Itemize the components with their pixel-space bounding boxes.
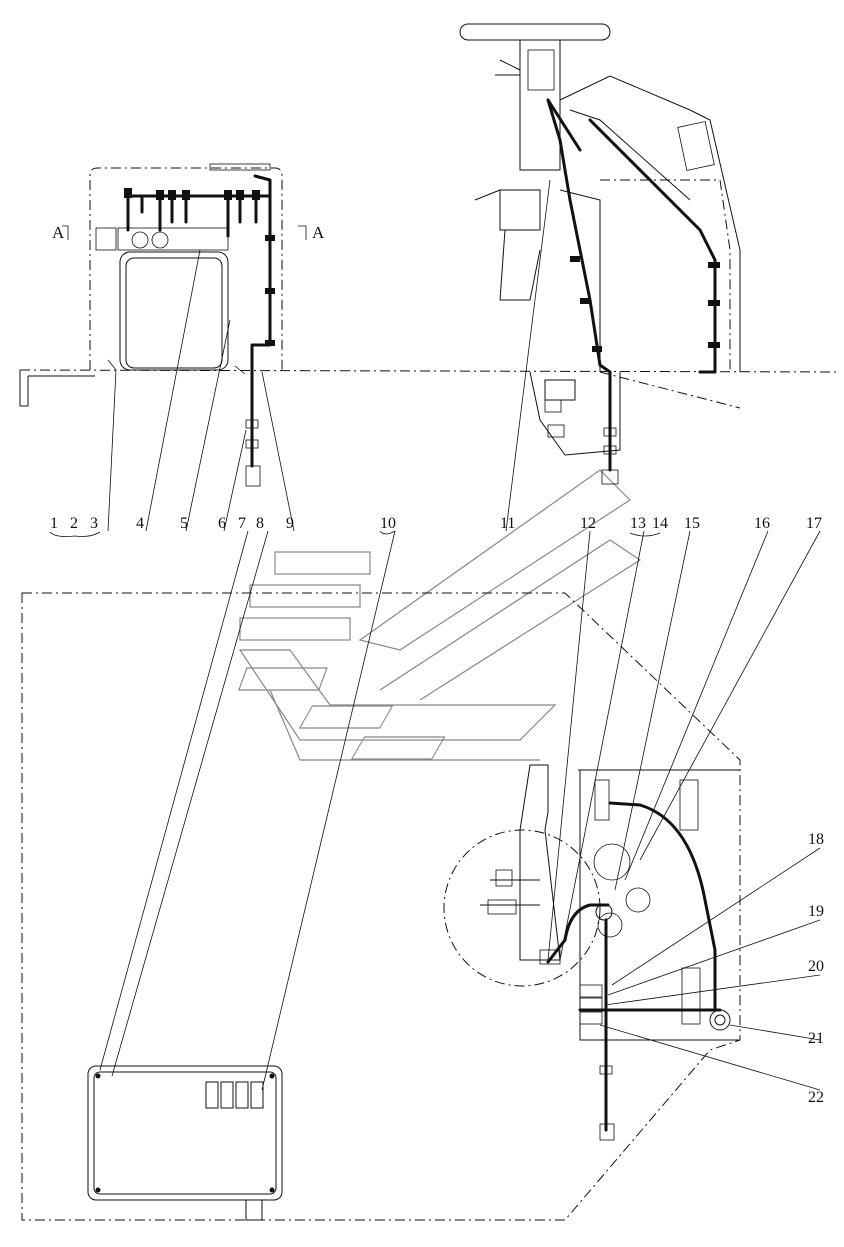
section-mark-right: A <box>312 223 325 242</box>
callout-13: 13 <box>630 515 646 532</box>
callout-1: 1 <box>50 515 58 532</box>
callout-17: 17 <box>806 515 822 532</box>
callout-2: 2 <box>70 515 78 532</box>
callout-18: 18 <box>808 831 824 848</box>
callout-9: 9 <box>286 515 294 532</box>
section-mark-left: A <box>52 223 65 242</box>
callout-14: 14 <box>652 515 668 532</box>
callout-21: 21 <box>808 1030 824 1047</box>
callout-5: 5 <box>180 515 188 532</box>
callout-6: 6 <box>218 515 226 532</box>
watermark-logo <box>238 469 642 761</box>
callout-16: 16 <box>754 515 770 532</box>
lower-plan-view <box>21 592 821 1221</box>
callout-10: 10 <box>380 515 396 532</box>
callout-7: 7 <box>238 515 246 532</box>
callout-8: 8 <box>256 515 264 532</box>
top-right-view <box>459 23 741 485</box>
callout-11: 11 <box>500 515 515 532</box>
callout-labels: 1 2 3 4 5 6 7 8 9 10 11 12 13 14 15 16 1… <box>50 515 824 1106</box>
callout-4: 4 <box>136 515 144 532</box>
callout-22: 22 <box>808 1089 824 1106</box>
callout-15: 15 <box>684 515 700 532</box>
callout-20: 20 <box>808 958 824 975</box>
callout-12: 12 <box>580 515 596 532</box>
callout-3: 3 <box>90 515 98 532</box>
callout-19: 19 <box>808 903 824 920</box>
leader-lines <box>49 179 821 1091</box>
top-left-view: A A <box>19 163 841 487</box>
